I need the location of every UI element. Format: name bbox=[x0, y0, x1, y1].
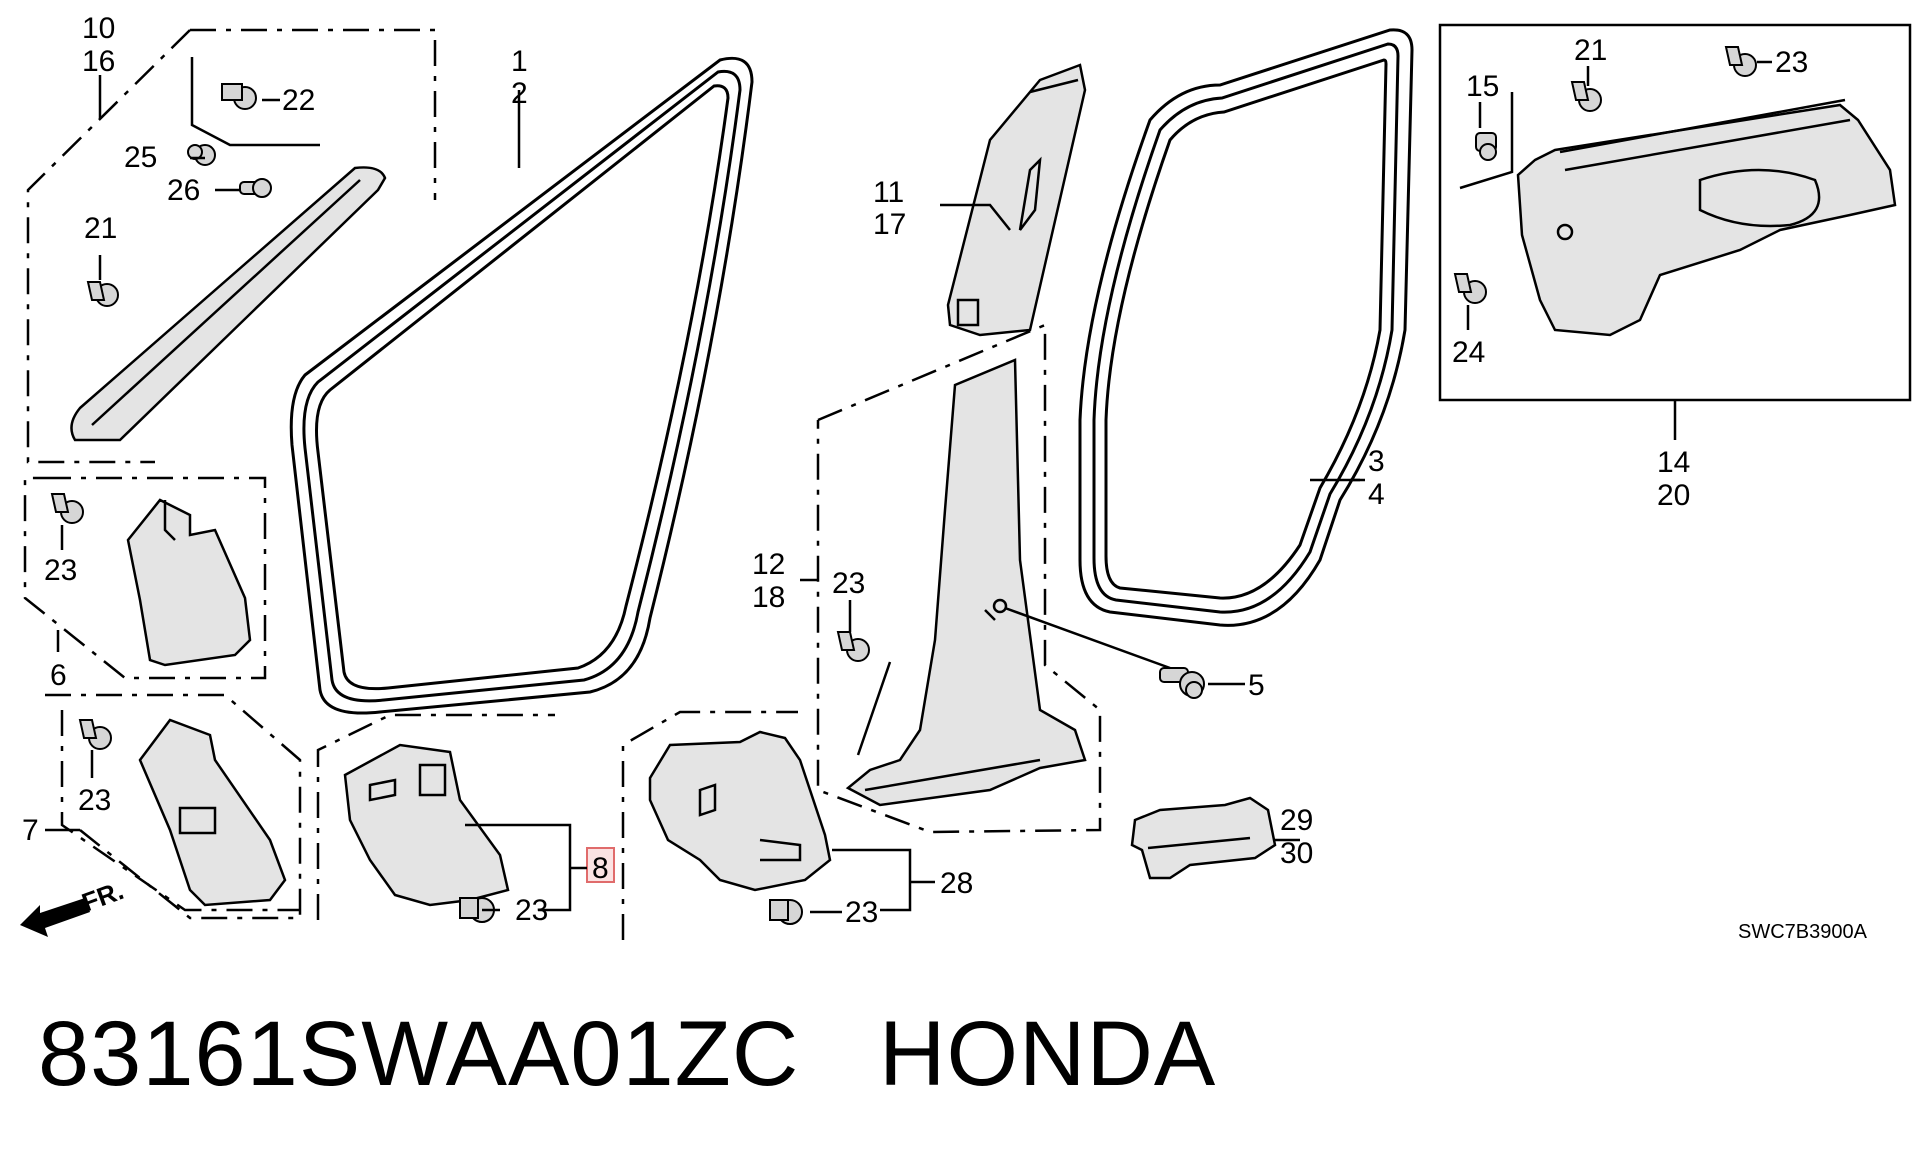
group-part-29-30: 29 30 bbox=[1130, 796, 1313, 880]
group-b-pillar-upper-garnish: 11 17 bbox=[873, 63, 1087, 337]
callout-2: 2 bbox=[511, 77, 528, 110]
callout-28: 28 bbox=[940, 867, 973, 900]
callout-6: 6 bbox=[50, 659, 67, 692]
callout-22: 22 bbox=[282, 84, 315, 117]
front-pillar-lower-garnish bbox=[343, 743, 510, 907]
callout-5: 5 bbox=[1248, 669, 1265, 702]
callout-21-b: 21 bbox=[1574, 34, 1607, 67]
group-b-pillar-lower-panel: 12 18 23 bbox=[752, 323, 1102, 834]
clip-23f-icon bbox=[1724, 46, 1757, 77]
clip-5-icon bbox=[1159, 667, 1205, 699]
group-kick-panel-upper: 23 6 bbox=[23, 476, 267, 692]
callout-25: 25 bbox=[124, 141, 157, 174]
callout-4: 4 bbox=[1368, 478, 1385, 511]
caption: 83161SWAA01ZC HONDA bbox=[38, 1008, 1216, 1100]
callout-30: 30 bbox=[1280, 837, 1313, 870]
group-a-pillar-garnish: 10 16 22 25 26 21 bbox=[26, 12, 437, 464]
front-door-seal: 1 2 bbox=[289, 45, 754, 715]
callout-24: 24 bbox=[1452, 336, 1485, 369]
clip-23e-icon bbox=[836, 631, 870, 662]
front-direction-arrow-icon: FR. bbox=[20, 875, 127, 937]
clip-23d-icon bbox=[769, 899, 803, 925]
callout-29: 29 bbox=[1280, 804, 1313, 837]
clip-26-icon bbox=[239, 178, 272, 198]
callout-23-c: 23 bbox=[515, 894, 548, 927]
callout-17: 17 bbox=[873, 208, 906, 241]
callout-14: 14 bbox=[1657, 446, 1690, 479]
rear-door-seal: 3 4 bbox=[1078, 28, 1414, 627]
callout-23-f: 23 bbox=[1775, 46, 1808, 79]
direction-label: FR. bbox=[78, 875, 128, 918]
callout-23-a: 23 bbox=[44, 554, 77, 587]
b-pillar-lower-panel bbox=[845, 358, 1087, 807]
clip-5-group: 5 bbox=[1004, 606, 1265, 702]
callout-18: 18 bbox=[752, 581, 785, 614]
rear-quarter-trim bbox=[1516, 103, 1897, 337]
kick-panel-upper bbox=[126, 498, 252, 667]
b-pillar-upper-garnish bbox=[946, 63, 1087, 337]
b-pillar-lower-garnish bbox=[648, 730, 832, 892]
part-number: 83161SWAA01ZC bbox=[38, 1003, 800, 1105]
clip-25-icon bbox=[187, 144, 216, 166]
clip-15-icon bbox=[1475, 132, 1497, 161]
clip-23b-icon bbox=[78, 719, 112, 750]
clip-21b-icon bbox=[1570, 81, 1602, 112]
callout-3: 3 bbox=[1368, 445, 1385, 478]
group-rear-quarter-trim: 15 21 23 24 14 20 bbox=[1438, 23, 1912, 512]
cover-29-30 bbox=[1130, 796, 1277, 880]
callout-23-d: 23 bbox=[845, 896, 878, 929]
callout-26: 26 bbox=[167, 174, 200, 207]
callout-16: 16 bbox=[82, 45, 115, 78]
callout-20: 20 bbox=[1657, 479, 1690, 512]
group-kick-panel-lower: 23 7 bbox=[22, 693, 302, 920]
callout-8-highlight bbox=[586, 847, 615, 883]
callout-7: 7 bbox=[22, 814, 39, 847]
group-front-pillar-lower-garnish: 8 23 bbox=[316, 713, 615, 927]
callout-12: 12 bbox=[752, 548, 785, 581]
callout-15: 15 bbox=[1466, 70, 1499, 103]
brand-name: HONDA bbox=[879, 1003, 1217, 1105]
group-b-pillar-lower-garnish: 28 23 bbox=[621, 710, 973, 940]
clip-22-icon bbox=[221, 83, 257, 110]
callout-1: 1 bbox=[511, 45, 528, 78]
kick-panel-lower bbox=[138, 718, 287, 907]
callout-8: 8 bbox=[592, 852, 609, 885]
clip-21a-icon bbox=[86, 281, 119, 307]
callout-10: 10 bbox=[82, 12, 115, 45]
callout-11: 11 bbox=[873, 176, 904, 209]
clip-24-icon bbox=[1453, 273, 1487, 304]
diagram-code: SWC7B3900A bbox=[1738, 921, 1868, 943]
callout-23-b: 23 bbox=[78, 784, 111, 817]
callout-21-a: 21 bbox=[84, 212, 117, 245]
callout-23-e: 23 bbox=[832, 567, 865, 600]
clip-23a-icon bbox=[50, 493, 84, 524]
